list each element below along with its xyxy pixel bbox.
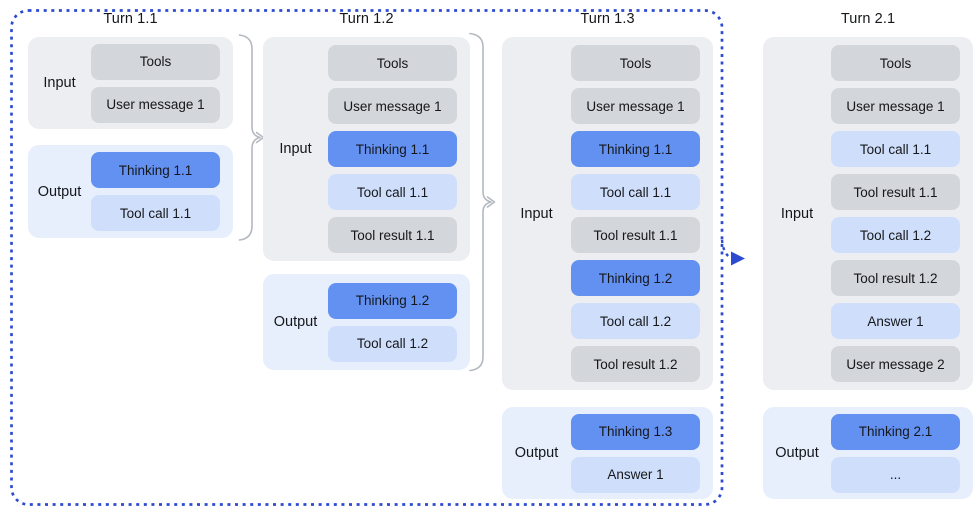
message-block: Tool result 1.2 xyxy=(571,346,700,382)
message-block: Tool call 1.1 xyxy=(831,131,960,167)
message-block: Thinking 2.1 xyxy=(831,413,960,450)
carryover-brace-icon xyxy=(469,32,492,372)
input-boxes: Tools User message 1 Tool call 1.1 Tool … xyxy=(831,37,960,390)
carryover-brace-arrowhead-icon xyxy=(486,196,496,208)
input-label: Input xyxy=(279,141,312,157)
next-turn-arrow-line xyxy=(720,239,731,259)
turn-column-1-1: Turn 1.1 Input Tools User message 1 Outp… xyxy=(28,0,233,516)
output-section: Output Thinking 1.3 Answer 1 xyxy=(502,407,713,499)
output-label: Output xyxy=(775,445,819,461)
message-block: User message 1 xyxy=(571,88,700,124)
message-block: Tools xyxy=(328,45,457,81)
input-label: Input xyxy=(520,205,553,222)
message-block: Tools xyxy=(831,45,960,81)
message-block: Answer 1 xyxy=(571,456,700,493)
next-turn-arrow-icon xyxy=(731,251,745,266)
input-section: Input Tools User message 1 Tool call 1.1… xyxy=(763,37,973,390)
output-boxes: Thinking 1.1 Tool call 1.1 xyxy=(91,145,220,238)
message-block: User message 2 xyxy=(831,346,960,382)
message-block: Thinking 1.1 xyxy=(328,131,457,167)
message-block: Tool call 1.2 xyxy=(328,325,457,362)
carryover-brace-icon xyxy=(238,34,261,241)
message-block: Tool call 1.1 xyxy=(328,174,457,210)
message-block: Tools xyxy=(571,45,700,81)
turn-column-1-3: Turn 1.3 Input Tools User message 1 Thin… xyxy=(502,0,713,516)
output-label: Output xyxy=(514,445,559,461)
input-section: Input Tools User message 1 Thinking 1.1 … xyxy=(502,37,713,390)
message-block: Tool result 1.1 xyxy=(328,217,457,253)
message-block: Answer 1 xyxy=(831,303,960,339)
message-block: Thinking 1.2 xyxy=(328,282,457,319)
message-block: User message 1 xyxy=(328,88,457,124)
message-block: Thinking 1.1 xyxy=(91,152,220,188)
output-label: Output xyxy=(37,183,82,200)
message-block: Tool call 1.1 xyxy=(571,174,700,210)
input-boxes: Tools User message 1 Thinking 1.1 Tool c… xyxy=(328,37,457,261)
input-label: Input xyxy=(780,205,814,222)
output-boxes: Thinking 2.1 ... xyxy=(831,407,960,499)
output-section: Output Thinking 1.2 Tool call 1.2 xyxy=(263,274,470,370)
turn-title: Turn 2.1 xyxy=(840,11,896,27)
message-block: User message 1 xyxy=(831,88,960,124)
output-label: Output xyxy=(273,314,318,330)
input-boxes: Tools User message 1 xyxy=(91,37,220,129)
turn-title: Turn 1.1 xyxy=(103,11,158,27)
message-block: User message 1 xyxy=(91,86,220,123)
message-block: Tool result 1.1 xyxy=(571,217,700,253)
output-boxes: Thinking 1.2 Tool call 1.2 xyxy=(328,274,457,370)
message-block: Thinking 1.2 xyxy=(571,260,700,296)
output-section: Output Thinking 1.1 Tool call 1.1 xyxy=(28,145,233,238)
message-block: Thinking 1.1 xyxy=(571,131,700,167)
input-section: Input Tools User message 1 xyxy=(28,37,233,129)
input-section: Input Tools User message 1 Thinking 1.1 … xyxy=(263,37,470,261)
message-block: Tool result 1.1 xyxy=(831,174,960,210)
turn-title: Turn 1.2 xyxy=(339,11,394,27)
message-block: Tools xyxy=(91,43,220,80)
message-block: Thinking 1.3 xyxy=(571,413,700,450)
input-label: Input xyxy=(43,75,76,91)
message-block: Tool result 1.2 xyxy=(831,260,960,296)
turn-title: Turn 1.3 xyxy=(580,11,635,27)
turn-column-2-1: Turn 2.1 Input Tools User message 1 Tool… xyxy=(763,0,973,516)
message-block: ... xyxy=(831,456,960,493)
message-block: Tool call 1.2 xyxy=(571,303,700,339)
output-section: Output Thinking 2.1 ... xyxy=(763,407,973,499)
input-boxes: Tools User message 1 Thinking 1.1 Tool c… xyxy=(571,37,700,390)
output-boxes: Thinking 1.3 Answer 1 xyxy=(571,407,700,499)
message-block: Tool call 1.1 xyxy=(91,195,220,231)
turn-column-1-2: Turn 1.2 Input Tools User message 1 Thin… xyxy=(263,0,470,516)
message-block: Tool call 1.2 xyxy=(831,217,960,253)
